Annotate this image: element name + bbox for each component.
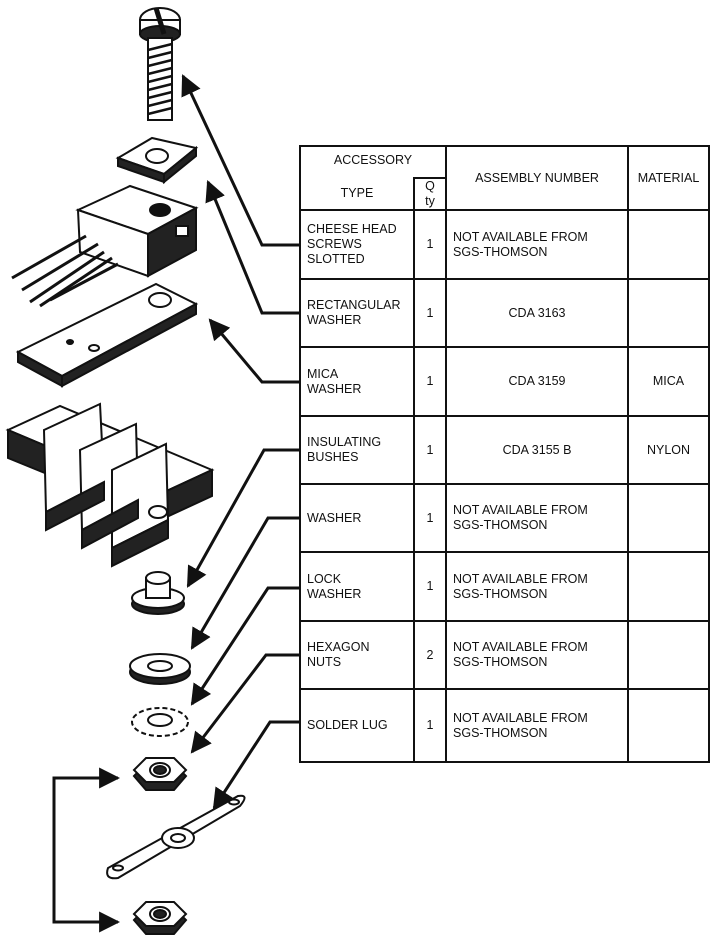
cell-material [627, 278, 711, 348]
cell-assembly: NOT AVAILABLE FROM SGS-THOMSON [445, 688, 630, 763]
leader-hex-nut [190, 653, 299, 754]
leader-flat-washer [190, 516, 299, 650]
table-row: INSULATING BUSHES 1 CDA 3155 B NYLON [299, 415, 711, 485]
hexagon-nut-bottom [132, 901, 188, 935]
mica-washer [15, 282, 199, 388]
leader-solder-lug [212, 720, 299, 810]
leader-bush [186, 448, 299, 588]
cell-assembly: CDA 3155 B [445, 415, 630, 485]
insulating-bush [131, 571, 185, 615]
hexagon-nut-top [132, 757, 188, 791]
cell-type: LOCK WASHER [299, 551, 415, 622]
cell-material [627, 688, 711, 763]
cell-material [627, 209, 711, 280]
cell-assembly: NOT AVAILABLE FROM SGS-THOMSON [445, 209, 630, 280]
cell-material [627, 620, 711, 690]
cell-qty: 1 [412, 688, 448, 763]
cell-qty: 1 [412, 551, 448, 622]
header-type: TYPE [299, 178, 415, 211]
cell-assembly: CDA 3163 [445, 278, 630, 348]
table-row: SOLDER LUG 1 NOT AVAILABLE FROM SGS-THOM… [299, 688, 711, 763]
cell-type: RECTANGULAR WASHER [299, 278, 415, 348]
cell-type: WASHER [299, 483, 415, 553]
header-material: MATERIAL [627, 145, 711, 211]
table-row: HEXAGON NUTS 2 NOT AVAILABLE FROM SGS-TH… [299, 620, 711, 690]
table-row: LOCK WASHER 1 NOT AVAILABLE FROM SGS-THO… [299, 551, 711, 622]
cell-assembly: NOT AVAILABLE FROM SGS-THOMSON [445, 483, 630, 553]
cell-type: HEXAGON NUTS [299, 620, 415, 690]
cell-type: SOLDER LUG [299, 688, 415, 763]
heatsink [5, 402, 215, 568]
cell-type: MICA WASHER [299, 346, 415, 417]
cell-material [627, 551, 711, 622]
to220-transistor [11, 184, 199, 308]
cell-qty: 1 [412, 346, 448, 417]
accessory-table: ACCESSORY ASSEMBLY NUMBER MATERIAL TYPE … [298, 145, 711, 763]
leader-rect-washer [205, 180, 299, 315]
header-qty: Q ty [412, 177, 448, 211]
table-row: MICA WASHER 1 CDA 3159 MICA [299, 346, 711, 417]
cell-type: INSULATING BUSHES [299, 415, 415, 485]
cell-assembly: NOT AVAILABLE FROM SGS-THOMSON [445, 551, 630, 622]
bracket-two-nuts [52, 767, 121, 933]
table-row: WASHER 1 NOT AVAILABLE FROM SGS-THOMSON [299, 483, 711, 553]
cell-material: NYLON [627, 415, 711, 485]
cell-type: CHEESE HEAD SCREWS SLOTTED [299, 209, 415, 280]
cell-qty: 1 [412, 278, 448, 348]
leader-screw [181, 74, 299, 247]
cell-qty: 1 [412, 415, 448, 485]
leader-lines [52, 74, 299, 933]
leader-mica-washer [208, 318, 299, 384]
cheese-head-screw [139, 7, 181, 121]
solder-lug [106, 794, 246, 880]
lock-washer [131, 707, 189, 737]
cell-assembly: NOT AVAILABLE FROM SGS-THOMSON [445, 620, 630, 690]
cell-material [627, 483, 711, 553]
cell-qty: 1 [412, 483, 448, 553]
flat-washer [129, 653, 191, 685]
header-assembly-number: ASSEMBLY NUMBER [445, 145, 630, 211]
cell-qty: 1 [412, 209, 448, 280]
cell-material: MICA [627, 346, 711, 417]
header-accessory: ACCESSORY [298, 145, 448, 178]
cell-assembly: CDA 3159 [445, 346, 630, 417]
leader-lock-washer [190, 586, 299, 706]
table-row: RECTANGULAR WASHER 1 CDA 3163 [299, 278, 711, 348]
rectangular-washer [115, 136, 199, 185]
table-row: CHEESE HEAD SCREWS SLOTTED 1 NOT AVAILAB… [299, 209, 711, 280]
cell-qty: 2 [412, 620, 448, 690]
